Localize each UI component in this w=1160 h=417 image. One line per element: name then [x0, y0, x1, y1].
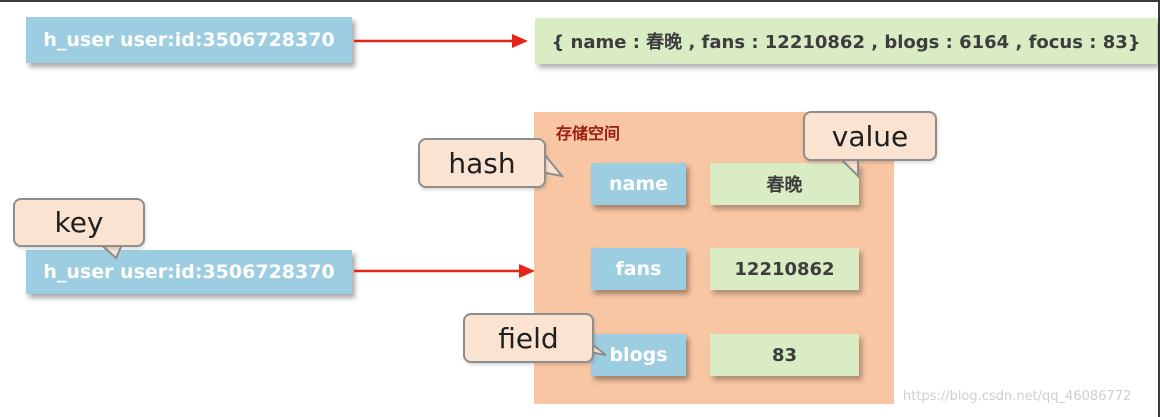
field-label: blogs — [609, 344, 668, 366]
top-key-box: h_user user:id:3506728370 — [26, 17, 352, 63]
field-callout: field — [463, 313, 594, 363]
top-value-box: { name : 春晚 , fans : 12210862 , blogs : … — [535, 18, 1157, 64]
frame-top-border — [0, 0, 1160, 2]
arrow-bottom — [354, 264, 535, 278]
field-box-fans: fans — [591, 248, 686, 290]
field-callout-text: field — [498, 321, 559, 355]
value-box-name: 春晚 — [710, 163, 859, 205]
bottom-key-box: h_user user:id:3506728370 — [26, 250, 352, 294]
arrow-top — [354, 34, 528, 48]
value-label: 83 — [771, 344, 798, 366]
watermark-text: https://blog.csdn.net/qq_46086772 — [903, 389, 1132, 404]
value-callout: value — [803, 111, 937, 161]
frame-right-border — [1158, 0, 1160, 417]
field-label: name — [608, 173, 669, 195]
value-label: 春晚 — [766, 175, 803, 196]
top-key-text: h_user user:id:3506728370 — [43, 29, 335, 51]
top-value-text: { name : 春晚 , fans : 12210862 , blogs : … — [551, 32, 1141, 53]
storage-label: 存储空间 — [556, 124, 621, 143]
hash-callout: hash — [418, 138, 546, 188]
value-box-fans: 12210862 — [710, 248, 859, 290]
bottom-key-text: h_user user:id:3506728370 — [43, 261, 335, 283]
key-callout: key — [13, 198, 145, 247]
field-box-name: name — [591, 163, 686, 205]
value-box-blogs: 83 — [710, 334, 859, 376]
field-box-blogs: blogs — [591, 334, 686, 376]
value-label: 12210862 — [734, 258, 835, 280]
field-label: fans — [615, 258, 662, 280]
key-callout-text: key — [54, 206, 104, 239]
value-callout-text: value — [831, 119, 909, 153]
hash-callout-text: hash — [448, 146, 516, 180]
